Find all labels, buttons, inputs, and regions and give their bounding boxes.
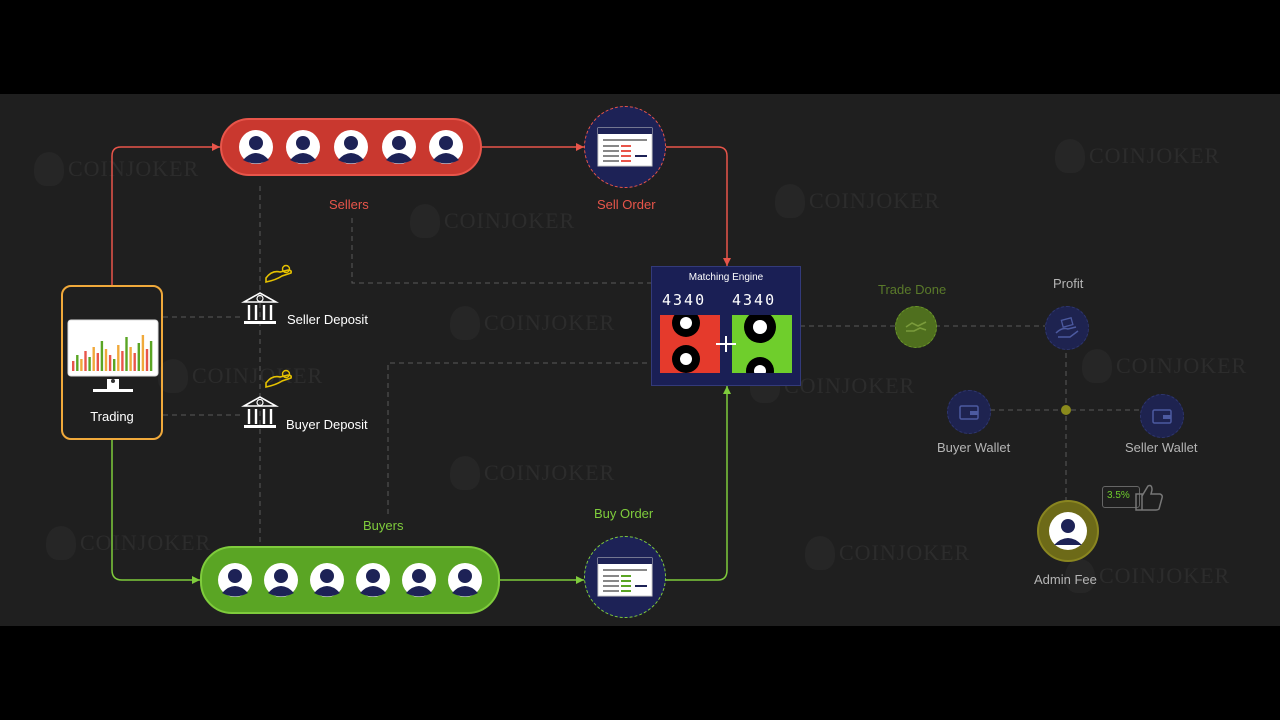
chart-bar xyxy=(125,337,128,371)
order-book-icon xyxy=(597,127,653,167)
sellers-label: Sellers xyxy=(329,197,369,212)
buyers-group xyxy=(200,546,500,614)
watermark: COINJOKER xyxy=(1082,349,1247,383)
fee-speech-bubble: 3.5% xyxy=(1102,486,1140,508)
person-icon xyxy=(381,129,417,165)
trading-node: Trading xyxy=(61,285,163,440)
chart-bar xyxy=(104,349,108,371)
trading-to-buyers-line xyxy=(111,440,200,581)
wallet-junction xyxy=(1061,405,1071,415)
watermark: COINJOKER xyxy=(450,306,615,340)
chart-bar xyxy=(113,359,116,371)
seller-wallet-node xyxy=(1140,394,1184,438)
person-icon xyxy=(401,562,437,598)
person-icon xyxy=(333,129,369,165)
thumbs-up-icon xyxy=(1135,484,1163,511)
person-icon xyxy=(217,562,253,598)
trade-done-label: Trade Done xyxy=(878,282,947,297)
chart-bar xyxy=(129,347,132,371)
person-icon xyxy=(355,562,391,598)
trading-to-sellers-line xyxy=(111,146,220,285)
trading-label: Trading xyxy=(90,409,134,424)
buy-order-label: Buy Order xyxy=(594,506,654,521)
wallet-icon xyxy=(959,405,979,420)
sell-order-node xyxy=(584,106,666,188)
admin-fee-label: Admin Fee xyxy=(1034,572,1097,587)
engine-price-right: 4340 xyxy=(732,291,777,309)
chart-bar xyxy=(100,341,104,371)
watermark: COINJOKER xyxy=(1065,559,1230,593)
person-icon xyxy=(238,129,274,165)
matching-visual-icon xyxy=(660,315,792,373)
sell-order-to-engine-line xyxy=(664,146,728,266)
wallet-icon xyxy=(1152,409,1172,424)
person-icon xyxy=(447,562,483,598)
chart-bar xyxy=(72,361,75,371)
profit-node xyxy=(1045,306,1089,350)
hand-coin-icon xyxy=(265,369,292,388)
engine-price-left: 4340 xyxy=(662,291,707,309)
chart-bar xyxy=(137,343,140,371)
sellers-group xyxy=(220,118,482,176)
seller-wallet-label: Seller Wallet xyxy=(1125,440,1198,455)
admin-avatar-icon xyxy=(1049,512,1087,550)
hand-money-icon xyxy=(1055,317,1079,338)
watermark: COINJOKER xyxy=(750,369,915,403)
watermark: COINJOKER xyxy=(1055,139,1220,173)
order-book-icon xyxy=(597,557,653,597)
chart-bar xyxy=(96,353,99,371)
matching-engine-label: Matching Engine xyxy=(688,272,764,283)
buy-order-to-engine-line xyxy=(664,384,728,581)
watermark: COINJOKER xyxy=(158,359,323,393)
watermark: COINJOKER xyxy=(46,526,211,560)
seller-deposit-label: Seller Deposit xyxy=(287,312,368,327)
chart-bar xyxy=(88,357,91,371)
person-icon xyxy=(263,562,299,598)
chart-bar xyxy=(121,351,124,371)
fee-percent-label: 3.5% xyxy=(1107,490,1130,501)
buyer-wallet-node xyxy=(947,390,991,434)
chart-bar xyxy=(108,355,112,371)
person-icon xyxy=(428,129,464,165)
buyer-wallet-label: Buyer Wallet xyxy=(937,440,1011,455)
watermark: COINJOKER xyxy=(450,456,615,490)
person-icon xyxy=(285,129,321,165)
watermark: COINJOKER xyxy=(410,204,575,238)
person-icon xyxy=(309,562,345,598)
buy-order-node xyxy=(584,536,666,618)
chart-bar xyxy=(76,355,79,371)
bank-icon xyxy=(241,292,279,324)
buyer-deposit-label: Buyer Deposit xyxy=(286,417,368,432)
chart-bar xyxy=(141,335,145,371)
chart-bar xyxy=(117,345,120,371)
trade-done-node xyxy=(895,306,937,348)
buyers-label: Buyers xyxy=(363,518,404,533)
admin-fee-node xyxy=(1037,500,1099,562)
bank-icon xyxy=(241,396,279,428)
chart-bar xyxy=(149,341,153,371)
matching-engine-node: Matching Engine 4340 4340 xyxy=(651,266,801,386)
chart-bar xyxy=(133,353,136,371)
chart-bar xyxy=(92,347,95,371)
profit-label: Profit xyxy=(1053,276,1084,291)
sell-order-label: Sell Order xyxy=(597,197,656,212)
chart-bar xyxy=(80,359,83,371)
watermark: COINJOKER xyxy=(34,152,199,186)
chart-bar xyxy=(84,351,87,371)
monitor-chart-icon xyxy=(67,319,159,392)
handshake-icon xyxy=(905,321,927,332)
watermark: COINJOKER xyxy=(805,536,970,570)
hand-coin-icon xyxy=(265,264,292,283)
chart-bar xyxy=(145,349,149,371)
diagram-canvas: COINJOKER COINJOKER COINJOKER COINJOKER … xyxy=(0,94,1280,626)
watermark: COINJOKER xyxy=(775,184,940,218)
